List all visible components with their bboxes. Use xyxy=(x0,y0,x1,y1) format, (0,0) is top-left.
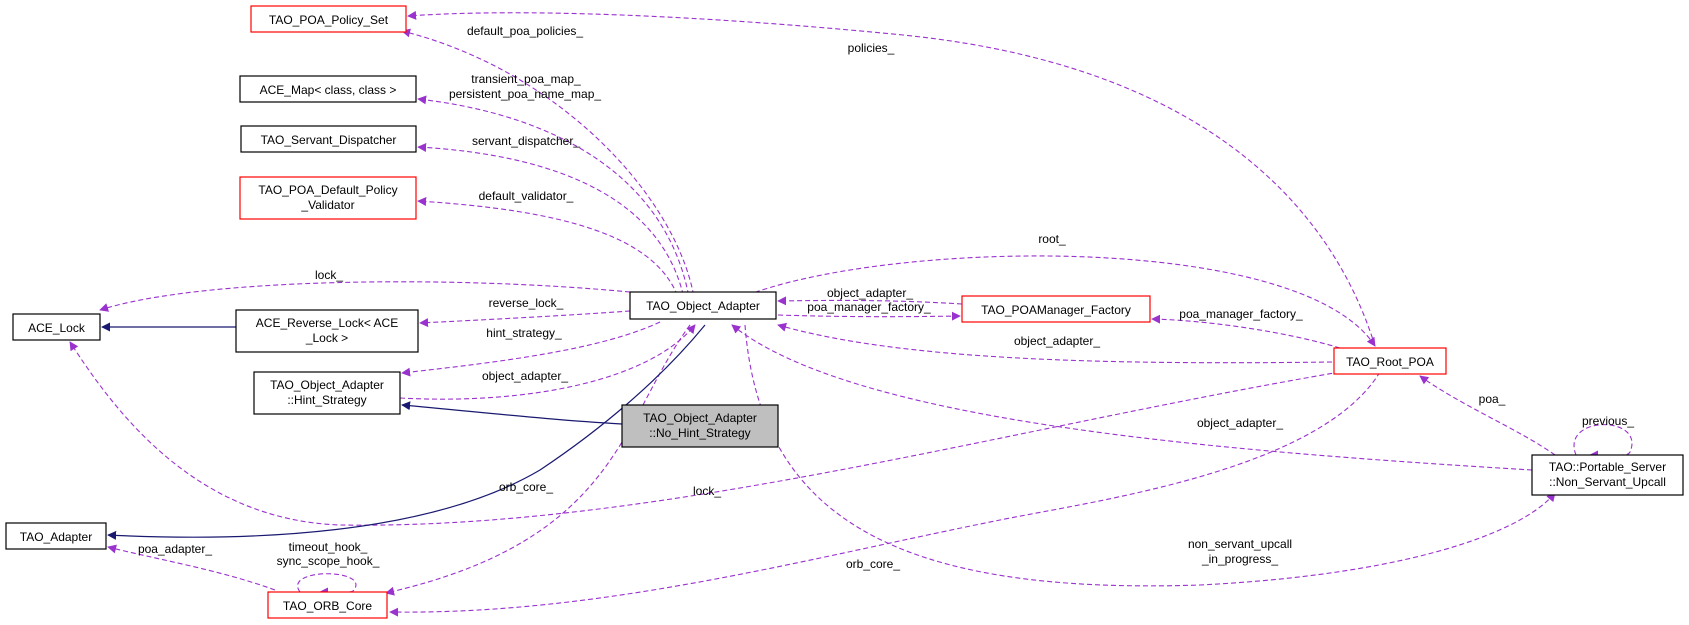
edge-poa-manager-factory-root xyxy=(1151,314,1341,349)
edge-labels: default_poa_policies_ policies_ transien… xyxy=(138,24,1634,571)
label-object-adapter-upcall: object_adapter_ xyxy=(1197,416,1283,430)
node-tao-poa-default-policy-validator-label-1: TAO_POA_Default_Policy xyxy=(258,183,397,197)
node-ace-reverse-lock-label-2: _Lock > xyxy=(305,331,348,345)
node-tao-poa-policy-set[interactable]: TAO_POA_Policy_Set xyxy=(250,5,407,33)
edge-previous xyxy=(1573,424,1633,460)
label-poa: poa_ xyxy=(1479,392,1506,406)
node-hint-strategy[interactable]: TAO_Object_Adapter ::Hint_Strategy xyxy=(253,371,401,415)
edge-non-servant-upcall xyxy=(744,324,1556,587)
node-tao-adapter[interactable]: TAO_Adapter xyxy=(5,522,107,550)
node-tao-poa-policy-set-label: TAO_POA_Policy_Set xyxy=(269,13,389,27)
edge-orb-core-root xyxy=(389,371,1381,617)
label-policies: policies_ xyxy=(848,41,895,55)
label-object-adapter-factory: object_adapter_ xyxy=(827,286,913,300)
node-tao-poamanager-factory-label: TAO_POAManager_Factory xyxy=(981,303,1131,317)
edge-root xyxy=(739,255,1376,347)
node-ace-map-label: ACE_Map< class, class > xyxy=(260,83,397,97)
node-tao-root-poa-label: TAO_Root_POA xyxy=(1346,355,1434,369)
node-tao-object-adapter[interactable]: TAO_Object_Adapter xyxy=(629,291,777,320)
node-non-servant-upcall-label-1: TAO::Portable_Server xyxy=(1549,460,1666,474)
edge-orb-hooks xyxy=(297,573,357,597)
label-previous: previous_ xyxy=(1582,414,1634,428)
node-tao-servant-dispatcher-label: TAO_Servant_Dispatcher xyxy=(261,133,397,147)
node-ace-reverse-lock[interactable]: ACE_Reverse_Lock< ACE _Lock > xyxy=(235,309,419,353)
label-orb-core-oa: orb_core_ xyxy=(499,480,553,494)
node-tao-adapter-label: TAO_Adapter xyxy=(20,530,92,544)
edge-poa-adapter xyxy=(107,544,276,591)
label-servant-dispatcher: servant_dispatcher_ xyxy=(472,134,580,148)
label-reverse-lock: reverse_lock_ xyxy=(489,296,564,310)
label-poa-adapter: poa_adapter_ xyxy=(138,542,212,556)
edges xyxy=(69,10,1633,617)
edge-object-adapter-hint xyxy=(399,324,696,400)
node-tao-poa-default-policy-validator-label-2: _Validator xyxy=(300,198,354,212)
label-lock-top: lock_ xyxy=(315,268,343,282)
edge-poa-manager-factory-oa xyxy=(777,311,961,321)
edge-orb-core-oa xyxy=(385,324,691,596)
edge-inherit-object-adapter xyxy=(107,324,706,540)
label-default-poa-policies: default_poa_policies_ xyxy=(467,24,583,38)
edge-servant-dispatcher xyxy=(417,142,686,304)
node-tao-orb-core[interactable]: TAO_ORB_Core xyxy=(267,591,388,619)
label-in-progress: _in_progress_ xyxy=(1201,552,1278,566)
edge-poa xyxy=(1419,375,1556,456)
node-ace-lock-label: ACE_Lock xyxy=(28,321,86,335)
edge-object-adapter-upcall xyxy=(731,324,1533,471)
node-ace-lock[interactable]: ACE_Lock xyxy=(12,313,101,341)
label-root: root_ xyxy=(1038,232,1066,246)
label-object-adapter-root: object_adapter_ xyxy=(1014,334,1100,348)
label-persistent-poa-name-map: persistent_poa_name_map_ xyxy=(449,87,601,101)
node-ace-reverse-lock-label-1: ACE_Reverse_Lock< ACE xyxy=(256,316,398,330)
nodes: TAO_POA_Policy_Set ACE_Map< class, class… xyxy=(5,5,1684,619)
edge-object-adapter-factory xyxy=(777,296,963,306)
edge-hint-strategy xyxy=(401,321,661,377)
label-hint-strategy: hint_strategy_ xyxy=(486,326,562,340)
edge-default-validator xyxy=(417,197,681,304)
node-hint-strategy-label-2: ::Hint_Strategy xyxy=(287,393,366,407)
label-non-servant-upcall: non_servant_upcall xyxy=(1188,537,1292,551)
node-tao-poamanager-factory[interactable]: TAO_POAManager_Factory xyxy=(961,295,1151,323)
edge-inherit-no-hint xyxy=(401,401,623,425)
label-poa-manager-factory-root: poa_manager_factory_ xyxy=(1179,307,1303,321)
edge-policies xyxy=(407,10,1376,347)
node-non-servant-upcall[interactable]: TAO::Portable_Server ::Non_Servant_Upcal… xyxy=(1531,454,1684,496)
label-poa-manager-factory-oa: poa_manager_factory_ xyxy=(807,300,931,314)
edge-default-poa-policies xyxy=(401,28,696,304)
label-lock-bottom: lock_ xyxy=(693,484,721,498)
node-no-hint-strategy-label-1: TAO_Object_Adapter xyxy=(643,411,757,425)
node-no-hint-strategy[interactable]: TAO_Object_Adapter ::No_Hint_Strategy xyxy=(621,404,779,448)
node-tao-poa-default-policy-validator[interactable]: TAO_POA_Default_Policy _Validator xyxy=(239,176,417,220)
label-sync-scope-hook: sync_scope_hook_ xyxy=(277,554,380,568)
label-orb-core-root: orb_core_ xyxy=(846,557,900,571)
node-tao-root-poa[interactable]: TAO_Root_POA xyxy=(1333,347,1447,375)
label-transient-poa-map: transient_poa_map_ xyxy=(471,72,581,86)
node-tao-object-adapter-label: TAO_Object_Adapter xyxy=(646,299,760,313)
label-object-adapter-hint: object_adapter_ xyxy=(482,369,568,383)
edge-object-adapter-root xyxy=(777,322,1333,364)
node-hint-strategy-label-1: TAO_Object_Adapter xyxy=(270,378,384,392)
node-no-hint-strategy-label-2: ::No_Hint_Strategy xyxy=(649,426,750,440)
label-timeout-hook: timeout_hook_ xyxy=(289,540,368,554)
edge-reverse-lock xyxy=(419,310,631,328)
node-tao-servant-dispatcher[interactable]: TAO_Servant_Dispatcher xyxy=(240,125,417,153)
edge-lock-bottom xyxy=(69,341,1341,526)
node-non-servant-upcall-label-2: ::Non_Servant_Upcall xyxy=(1549,475,1666,489)
edge-lock-top xyxy=(99,281,631,312)
node-tao-orb-core-label: TAO_ORB_Core xyxy=(283,599,372,613)
label-default-validator: default_validator_ xyxy=(479,189,574,203)
node-ace-map[interactable]: ACE_Map< class, class > xyxy=(239,75,417,103)
